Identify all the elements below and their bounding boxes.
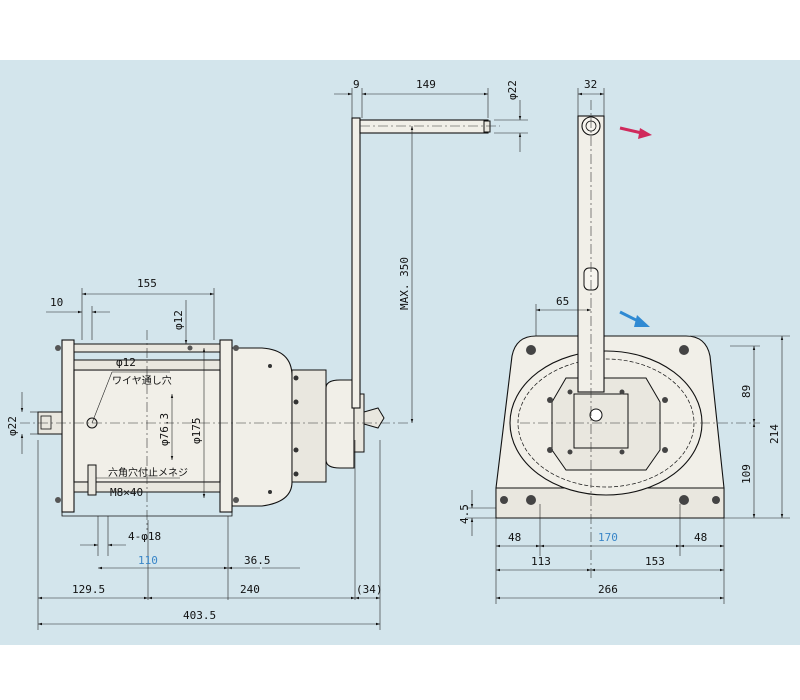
right-frame-plate [219,339,233,513]
dim-266: 266 [598,583,618,596]
dim-9: 9 [353,78,360,91]
handle-grip [359,119,489,134]
handle-arm [351,117,361,409]
dim-phi76-3: φ76.3 [158,413,171,446]
dim-10: 10 [50,296,63,309]
housing-collar [291,369,327,483]
dim-65: 65 [556,295,569,308]
dim-129-5: 129.5 [72,583,105,596]
dim-34: (34) [356,583,383,596]
brake-hub [325,379,355,469]
dim-403-5: 403.5 [183,609,216,622]
dim-36-5: 36.5 [244,554,271,567]
dim-149: 149 [416,78,436,91]
dim-89: 89 [740,385,753,398]
gear-housing [231,347,293,507]
dim-48-left: 48 [508,531,521,544]
dim-32: 32 [584,78,597,91]
set-screw [87,464,97,496]
dim-240: 240 [240,583,260,596]
dim-113: 113 [531,555,551,568]
note-bolt: 六角穴付止メネジ [108,466,188,479]
dim-153: 153 [645,555,665,568]
dim-phi12-hole: φ12 [116,356,136,369]
note-wire-hole: ワイヤ通し穴 [112,374,172,387]
front-view: 32 65 89 109 214 4.5 48 170 [458,78,790,604]
dim-phi175: φ175 [190,418,203,445]
dim-phi12-top: φ12 [172,310,185,330]
wing-nut [363,407,385,429]
dim-214: 214 [768,424,781,444]
dim-48-right: 48 [694,531,707,544]
dim-max350: MAX. 350 [398,257,411,310]
base-bolts [500,345,720,505]
dim-155: 155 [137,277,157,290]
dim-4-5: 4.5 [458,504,471,524]
note-bolt-size: M8×40 [110,486,143,499]
left-frame-plate [61,339,75,513]
center-block [573,393,629,449]
dim-phi22-shaft: φ22 [6,416,19,436]
dim-4phi18: 4-φ18 [128,530,161,543]
dim-110: 110 [138,554,158,567]
dim-170: 170 [598,531,618,544]
dim-phi22-handle: φ22 [506,80,519,100]
dim-109: 109 [740,464,753,484]
side-view: 9 149 φ22 MAX. 350 155 10 φ12 φ12 ワイヤ [6,78,528,630]
